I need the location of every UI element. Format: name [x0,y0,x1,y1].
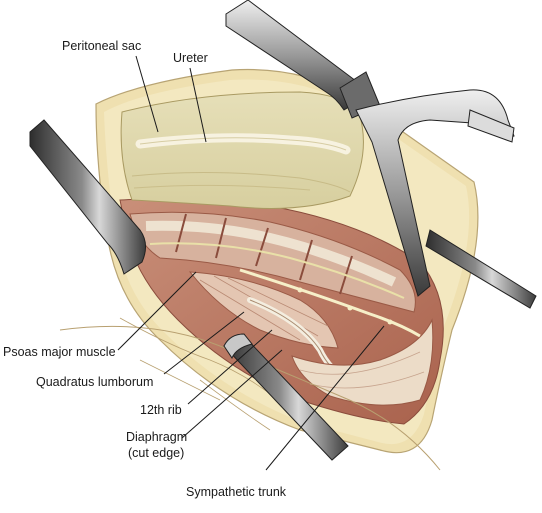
label-twelfth-rib: 12th rib [140,403,182,417]
psoas-major-muscle [129,211,416,313]
ureter [135,133,351,155]
retractor-bottom [223,333,349,461]
label-sympathetic-trunk: Sympathetic trunk [186,485,287,499]
peritoneal-sac [120,91,364,209]
leader-quadratus-lumborum [163,311,245,375]
leader-psoas-major-muscle [117,271,197,351]
diaphragm-cut-edge [291,318,434,406]
label-psoas-major-muscle: Psoas major muscle [3,345,116,359]
label-quadratus-lumborum: Quadratus lumborum [36,375,153,389]
leader-lines [117,55,385,471]
leader-diaphragm [181,349,283,439]
leader-peritoneal-sac [135,55,159,133]
leader-twelfth-rib [187,329,273,405]
leader-ureter [189,67,207,143]
retractor-top [225,0,381,119]
label-diaphragm-cut-edge: (cut edge) [128,446,184,460]
label-diaphragm: Diaphragm [126,430,187,444]
label-ureter: Ureter [173,51,208,65]
label-peritoneal-sac: Peritoneal sac [62,39,141,53]
retractor-left [29,119,146,275]
sympathetic-trunk [239,268,421,338]
leader-sympathetic-trunk [265,325,385,471]
retractor-right [355,89,537,309]
